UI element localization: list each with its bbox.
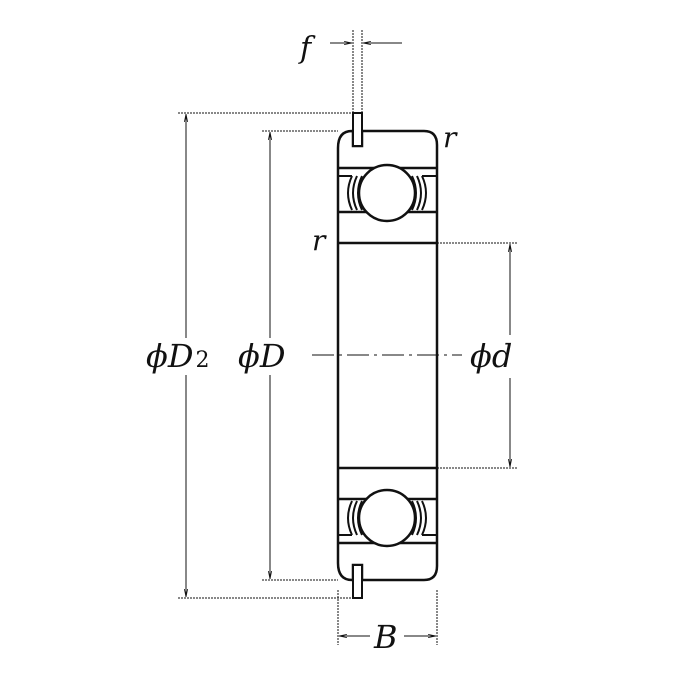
phi-symbol: ϕ xyxy=(146,337,168,375)
bearing-bottom-section xyxy=(336,466,439,600)
bearing-top-section xyxy=(336,111,439,245)
label-r-left: r xyxy=(312,224,327,257)
label-D-main: D xyxy=(259,337,286,375)
phi-symbol: ϕ xyxy=(238,337,260,375)
label-d: ϕd xyxy=(470,337,512,375)
label-f: f xyxy=(298,31,316,66)
label-B: B xyxy=(373,618,398,656)
label-d-main: d xyxy=(492,337,512,375)
label-r-top: r xyxy=(443,121,458,154)
label-D: ϕD xyxy=(238,337,285,375)
label-D2-main: D xyxy=(167,337,194,375)
label-D2-sub: 2 xyxy=(195,348,209,373)
label-D2: ϕD2 xyxy=(146,337,209,375)
phi-symbol: ϕ xyxy=(470,337,492,375)
extension-lines xyxy=(178,30,518,645)
